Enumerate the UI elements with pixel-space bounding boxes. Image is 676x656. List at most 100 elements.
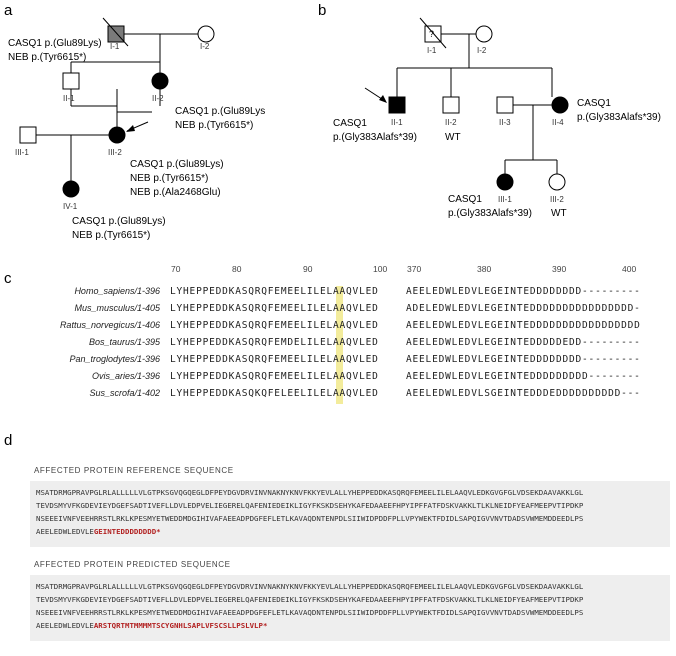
- seq-right: AEELEDWLEDVLEGEINTEDDDDDEDD---------: [406, 337, 641, 348]
- ped-b-id-III1: III-1: [498, 195, 512, 204]
- ref-line-3: NSEEEIVNFVEEHRRSTLRKLKPESMYETWEDDMDGIHIV…: [36, 514, 584, 523]
- seq-right: ADELEDWLEDVLEGEINTEDDDDDDDDDDDDDDDD-: [406, 303, 641, 314]
- pred-stop: *: [262, 621, 268, 630]
- ped-b-III1-variant: p.(Gly383Alafs*39): [448, 208, 532, 219]
- ped-b-unknown-mark: ?: [429, 29, 435, 39]
- seq-right: AEELEDWLEDVLEGEINTEDDDDDDDDDDDDDDDDD: [406, 320, 641, 331]
- species-label: Bos_taurus/1-395: [88, 337, 160, 347]
- seq-left: LYHEPPEDDKASQKQFELEELILELAAQVLED: [170, 388, 379, 399]
- ped-a-I1-deceased-slash: [102, 17, 129, 47]
- ped-a-id-I1: I-1: [110, 42, 120, 51]
- ped-b-II3-square: [496, 96, 514, 114]
- pred-tail-plain: AEELEDWLEDVLE: [36, 621, 94, 630]
- ref-line-1: MSATDRMGPRAVPGLRLALLLLLVLGTPKSGVQGQEGLDF…: [36, 488, 584, 497]
- ped-a-II2-casq1: CASQ1 p.(Glu89Lys: [175, 106, 266, 117]
- ped-b-II4-gene: CASQ1: [577, 98, 611, 109]
- ref-stop: *: [156, 527, 161, 536]
- pred-tail-highlight: ARSTQRTMTMMMMTSCYGNHLSAPLVFSCSLLPSLVLP: [93, 621, 263, 630]
- ped-b-I1-deceased-slash: [419, 17, 447, 49]
- pred-line-3: NSEEEIVNFVEEHRRSTLRKLKPESMYETWEDDMDGIHIV…: [36, 608, 584, 617]
- ped-a-id-III1: III-1: [15, 148, 29, 157]
- tick-390: 390: [552, 264, 567, 274]
- ped-a-IV1-circle: [62, 180, 80, 198]
- ref-tail-highlight: GEINTEDDDDDDDD: [93, 527, 157, 536]
- ped-b-id-II1: II-1: [391, 118, 403, 127]
- tick-380: 380: [477, 264, 492, 274]
- conserved-residue-highlight: [336, 286, 343, 404]
- ped-a-II1-square: [62, 72, 80, 90]
- species-label: Pan_troglodytes/1-396: [69, 354, 160, 364]
- seq-left: LYHEPPEDDKASQRQFEMDELILELAAQVLED: [170, 337, 379, 348]
- seq-left: LYHEPPEDDKASQRQFEMEELILELAAQVLED: [170, 286, 379, 297]
- species-label: Homo_sapiens/1-396: [74, 286, 160, 296]
- ped-b-III1-gene: CASQ1: [448, 194, 482, 205]
- ped-a-IV1-casq1: CASQ1 p.(Glu89Lys): [72, 216, 166, 227]
- ped-b-II4-genotype: CASQ1 p.(Gly383Alafs*39): [577, 97, 661, 125]
- ped-a-IV1-neb: NEB p.(Tyr6615*): [72, 230, 151, 241]
- ped-b-II1-variant: p.(Gly383Alafs*39): [333, 132, 417, 143]
- ref-line-2: TEVDSMYVFKGDEVIEYDGEFSADTIVEFLLDVLEDPVEL…: [36, 501, 584, 510]
- seq-left: LYHEPPEDDKASQRQFEMEELILELAAQVLED: [170, 303, 379, 314]
- ref-line-4: AEELEDWLEDVLEGEINTEDDDDDDDD*: [36, 525, 664, 538]
- seq-left: LYHEPPEDDKASQRQFEMEELILELAAQVLED: [170, 320, 379, 331]
- ped-b-id-III2: III-2: [550, 195, 564, 204]
- ped-a-I1-genotype: CASQ1 p.(Glu89Lys) NEB p.(Tyr6615*): [8, 37, 102, 65]
- ped-b-II1-square: [388, 96, 406, 114]
- ped-a-II2-neb: NEB p.(Tyr6615*): [175, 120, 254, 131]
- ped-b-II4-variant: p.(Gly383Alafs*39): [577, 112, 661, 123]
- ped-b-II1-genotype: CASQ1 p.(Gly383Alafs*39): [333, 117, 417, 145]
- ped-a-III2-casq1: CASQ1 p.(Glu89Lys): [130, 159, 224, 170]
- ped-a-II2-circle: [151, 72, 169, 90]
- predicted-sequence-box: MSATDRMGPRAVPGLRLALLLLLVLGTPKSGVQGQEGLDF…: [30, 575, 670, 641]
- ped-b-III2-wt: WT: [551, 208, 567, 219]
- ped-a-id-II2: II-2: [152, 94, 164, 103]
- ped-a-id-IV1: IV-1: [63, 202, 78, 211]
- seq-left: LYHEPPEDDKASQRQFEMEELILELAAQVLED: [170, 371, 379, 382]
- ped-b-id-II4: II-4: [552, 118, 564, 127]
- tick-370: 370: [407, 264, 422, 274]
- tick-400: 400: [622, 264, 637, 274]
- panel-label-b: b: [318, 2, 327, 19]
- ped-b-II4-circle: [551, 96, 569, 114]
- ped-a-III2-genotype: CASQ1 p.(Glu89Lys) NEB p.(Tyr6615*) NEB …: [130, 158, 224, 200]
- alignment-panel: 70 80 90 100 370 380 390 400 Homo_sapien…: [40, 264, 670, 409]
- species-label: Sus_scrofa/1-402: [89, 388, 160, 398]
- ped-a-I2-circle: [197, 25, 215, 43]
- ped-b-id-II3: II-3: [499, 118, 511, 127]
- predicted-sequence-heading: AFFECTED PROTEIN PREDICTED SEQUENCE: [34, 560, 231, 569]
- seq-left: LYHEPPEDDKASQRQFEMEELILELAAQVLED: [170, 354, 379, 365]
- ped-b-I2-circle: [475, 25, 493, 43]
- ped-a-I1-casq1: CASQ1 p.(Glu89Lys): [8, 38, 102, 49]
- species-label: Mus_musculus/1-405: [74, 303, 160, 313]
- pred-line-2: TEVDSMYVFKGDEVIEYDGEFSADTIVEFLLDVLEDPVEL…: [36, 595, 584, 604]
- panel-label-c: c: [4, 270, 12, 287]
- panel-label-d: d: [4, 432, 13, 449]
- species-label: Rattus_norvegicus/1-406: [59, 320, 160, 330]
- ref-tail-plain: AEELEDWLEDVLE: [36, 527, 94, 536]
- ped-b-III1-genotype: CASQ1 p.(Gly383Alafs*39): [448, 193, 532, 221]
- seq-right: AEELEDWLEDVLEGEINTEDDDDDDDDD--------: [406, 371, 641, 382]
- ped-a-III2-circle: [108, 126, 126, 144]
- ped-a-III2-neb1: NEB p.(Tyr6615*): [130, 173, 209, 184]
- ped-a-II2-genotype: CASQ1 p.(Glu89Lys NEB p.(Tyr6615*): [175, 105, 265, 133]
- ped-b-id-II2: II-2: [445, 118, 457, 127]
- ped-a-id-II1: II-1: [63, 94, 75, 103]
- ped-a-IV1-genotype: CASQ1 p.(Glu89Lys) NEB p.(Tyr6615*): [72, 215, 166, 243]
- ped-a-III2-neb2: NEB p.(Ala2468Glu): [130, 187, 221, 198]
- panel-label-a: a: [4, 2, 13, 19]
- seq-right: AEELEDWLEDVLEGEINTEDDDDDDDD---------: [406, 286, 641, 297]
- ped-a-I1-square: [107, 25, 125, 43]
- ped-b-III2-circle: [548, 173, 566, 191]
- ped-b-II2-square: [442, 96, 460, 114]
- pred-line-1: MSATDRMGPRAVPGLRLALLLLLVLGTPKSGVQGQEGLDF…: [36, 582, 584, 591]
- pred-line-4: AEELEDWLEDVLEARSTQRTMTMMMMTSCYGNHLSAPLVF…: [36, 619, 664, 632]
- ped-a-I1-neb: NEB p.(Tyr6615*): [8, 52, 87, 63]
- tick-70: 70: [171, 264, 181, 274]
- reference-sequence-heading: AFFECTED PROTEIN REFERENCE SEQUENCE: [34, 466, 234, 475]
- ped-a-III1-square: [19, 126, 37, 144]
- ped-a-id-III2: III-2: [108, 148, 122, 157]
- tick-90: 90: [303, 264, 313, 274]
- ped-b-id-I1: I-1: [427, 46, 437, 55]
- ped-a-id-I2: I-2: [200, 42, 210, 51]
- tick-80: 80: [232, 264, 242, 274]
